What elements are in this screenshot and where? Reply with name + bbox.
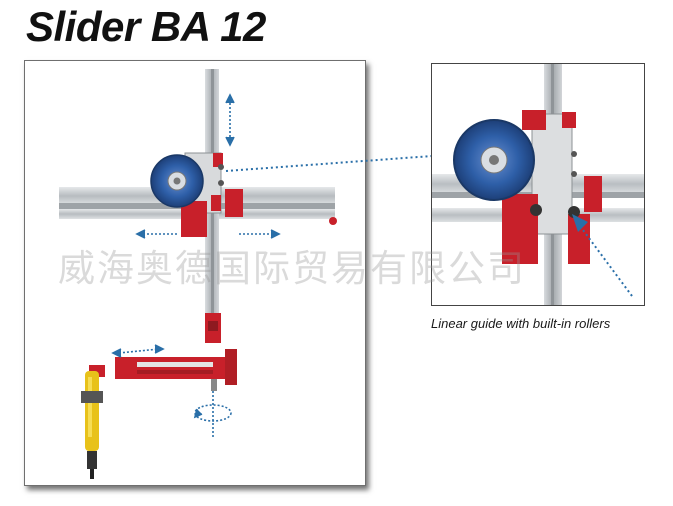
- pointer-arrow-icon: [572, 214, 633, 297]
- detail-caption: Linear guide with built-in rollers: [431, 316, 611, 331]
- rotation-arrow-icon: [193, 391, 232, 439]
- detail-photo: [431, 63, 645, 306]
- watermark-text: 威海奥德国际贸易有限公司: [58, 247, 526, 290]
- roller: [150, 154, 204, 208]
- double-arrow-horizontal-icon: [111, 344, 165, 358]
- joint-bracket: [205, 313, 221, 343]
- horizontal-arm: [115, 349, 237, 391]
- screwdriver-tool: [81, 365, 105, 479]
- page-title: Slider BA 12: [26, 3, 266, 50]
- double-arrow-vertical-icon: [225, 93, 235, 147]
- double-arrow-horizontal-icon: [135, 229, 281, 239]
- linear-guide-detail-illustration: [432, 64, 644, 305]
- main-product-photo: [24, 60, 366, 486]
- slider-assembly-illustration: [59, 69, 337, 479]
